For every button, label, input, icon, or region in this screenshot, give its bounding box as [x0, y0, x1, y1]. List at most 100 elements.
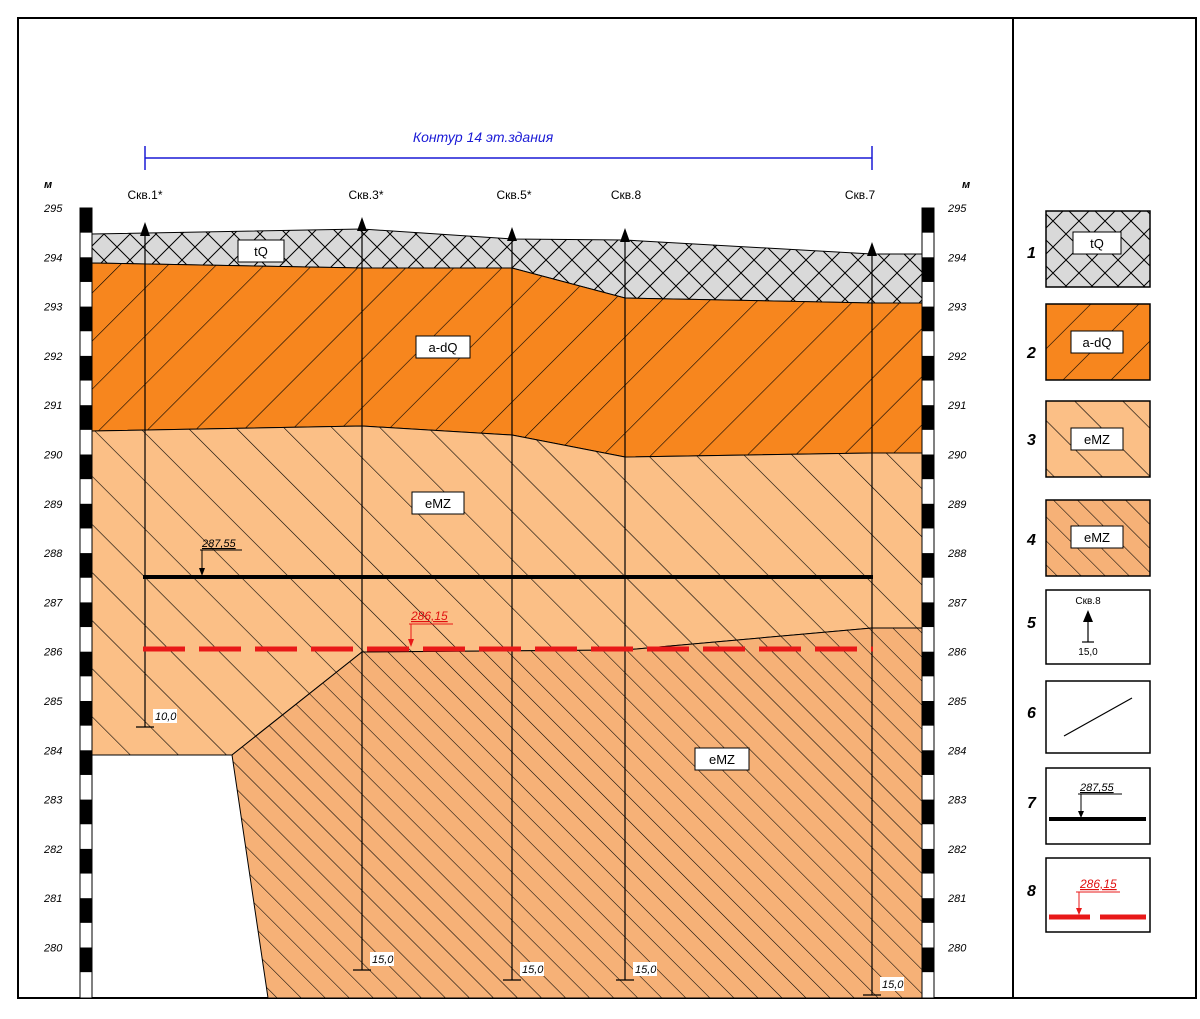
scale-bar-segment: [922, 355, 934, 381]
scale-bar-segment: [922, 306, 934, 332]
scale-label-right: 290: [947, 450, 967, 462]
borehole-head-icon: [140, 222, 150, 236]
water-level-red-arrowhead: [408, 639, 414, 647]
scale-label-left: 290: [43, 450, 63, 462]
scale-bar-segment: [80, 503, 92, 529]
scale-label-right: 283: [947, 795, 967, 807]
legend-item-7: 7 287,55: [1027, 767, 1151, 845]
scale-label-left: 294: [43, 252, 62, 264]
scale-label-left: 281: [43, 893, 62, 905]
svg-text:8: 8: [1027, 883, 1036, 900]
scale-label-right: 291: [947, 400, 966, 412]
legend-item-3: 3 eMZ: [1027, 400, 1151, 478]
svg-text:eMZ: eMZ: [1084, 530, 1110, 545]
scale-label-left: 291: [43, 400, 62, 412]
legend-item-6: 6: [1027, 680, 1151, 754]
scale-bar-segment: [80, 848, 92, 874]
scale-bar-segment: [922, 454, 934, 480]
scale-label-left: 292: [43, 351, 62, 363]
layer-emz-4: [231, 627, 923, 999]
legend-item-5: 5 Скв.8 15,0: [1027, 589, 1151, 665]
scale-bar-segment: [922, 257, 934, 282]
borehole-1: Скв.1*10,0: [128, 188, 177, 728]
svg-text:2: 2: [1026, 345, 1036, 362]
scale-label-right: 287: [947, 597, 967, 609]
boreholes: Скв.1*10,0Скв.3*15,0Скв.5*15,0Скв.815,0С…: [128, 188, 904, 996]
scale-label-left: 280: [43, 943, 63, 955]
scale-label-right: 288: [947, 548, 967, 560]
borehole-name: Скв.7: [845, 188, 876, 202]
scale-label-right: 286: [947, 647, 967, 659]
svg-text:Скв.8: Скв.8: [1075, 596, 1101, 607]
borehole-head-icon: [620, 228, 630, 242]
scale-bar-segment: [922, 898, 934, 923]
scale-label-right: 280: [947, 943, 967, 955]
scale-bar-segment: [922, 503, 934, 529]
scale-label-left: 288: [43, 548, 63, 560]
borehole-5: Скв.7 15,0: [845, 188, 904, 996]
scale-label-left: 285: [43, 696, 63, 708]
scale-bar-segment: [80, 602, 92, 628]
borehole-head-icon: [507, 227, 517, 241]
scale-bar-segment: [80, 355, 92, 381]
water-level-black-label: 287,55: [201, 538, 237, 550]
borehole-depth-bg: [633, 962, 657, 976]
svg-text:7: 7: [1027, 795, 1037, 812]
scale-label-right: 281: [947, 893, 966, 905]
borehole-head-icon: [357, 217, 367, 231]
scale-label-left: 284: [43, 745, 62, 757]
water-level-black-arrowhead: [199, 568, 205, 576]
section-label-tq: tQ: [237, 239, 285, 263]
svg-text:a-dQ: a-dQ: [1083, 335, 1112, 350]
svg-text:5: 5: [1027, 615, 1037, 632]
scale-label-left: 289: [43, 499, 62, 511]
legend-item-1: 1 tQ: [1027, 210, 1151, 288]
scale-label-left: 293: [43, 302, 63, 314]
scale-bar-segment: [922, 799, 934, 825]
section-label-adq: a-dQ: [415, 335, 471, 359]
unit-label-right: м: [962, 179, 970, 191]
scale-bar-segment: [80, 750, 92, 775]
contour-title: Контур 14 эт.здания: [413, 129, 554, 145]
borehole-4: Скв.815,0: [611, 188, 657, 981]
scale-bar-segment: [80, 947, 92, 973]
scale-bar-segment: [922, 602, 934, 628]
borehole-name: Скв.3*: [349, 188, 384, 202]
borehole-depth: 15,0: [882, 979, 904, 991]
borehole-depth-bg: [520, 962, 544, 976]
section-label-emz-4: eMZ: [694, 747, 750, 771]
svg-text:1: 1: [1027, 245, 1036, 262]
borehole-depth: 15,0: [372, 954, 394, 966]
borehole-depth: 15,0: [522, 964, 544, 976]
scale-bar-segment: [922, 651, 934, 677]
section-label-emz-3: eMZ: [411, 491, 465, 515]
scale-bar-segment: [922, 405, 934, 430]
svg-text:4: 4: [1026, 532, 1036, 549]
svg-text:287,55: 287,55: [1079, 782, 1115, 794]
scale-label-right: 285: [947, 696, 967, 708]
scale-bar-segment: [80, 454, 92, 480]
scale-bar-segment: [80, 799, 92, 825]
borehole-depth-bg: [153, 709, 177, 723]
svg-text:tQ: tQ: [1090, 236, 1104, 251]
scale-bar-segment: [922, 750, 934, 775]
scale-bar-segment: [922, 553, 934, 578]
scale-label-right: 294: [947, 252, 966, 264]
svg-text:15,0: 15,0: [1078, 647, 1098, 658]
scale-label-right: 289: [947, 499, 966, 511]
scale-bar-segment: [922, 947, 934, 973]
scale-bar-segment: [80, 651, 92, 677]
scale-bar-segment: [922, 208, 934, 233]
scale-bar-segment: [80, 553, 92, 578]
borehole-depth-bg: [880, 977, 904, 991]
svg-text:tQ: tQ: [254, 244, 268, 259]
unit-label-left: м: [44, 179, 52, 191]
legend-item-2: 2 a-dQ: [1026, 303, 1151, 381]
svg-text:a-dQ: a-dQ: [429, 340, 458, 355]
borehole-3: Скв.5* 15,0: [497, 188, 544, 981]
borehole-name: Скв.5*: [497, 188, 532, 202]
borehole-name: Скв.8: [611, 188, 642, 202]
borehole-head-icon: [867, 242, 877, 256]
